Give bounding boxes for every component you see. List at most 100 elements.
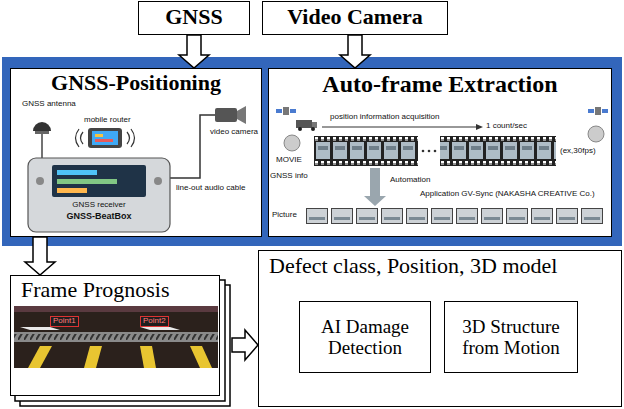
receiver-knob xyxy=(36,177,44,185)
panel-box: GNSS-Positioning xyxy=(10,68,262,237)
mobile-router-icon xyxy=(76,128,135,148)
router-body xyxy=(88,128,122,148)
acquisition-arrowhead xyxy=(476,124,483,130)
part-label: Picture xyxy=(272,211,297,220)
satellite-icon xyxy=(276,107,296,115)
antenna-cable xyxy=(41,134,43,158)
yellow-stripe xyxy=(28,346,52,368)
block-arrow xyxy=(232,330,258,360)
yellow-stripe xyxy=(190,346,212,368)
yellow-stripe xyxy=(140,346,156,368)
solar-panel xyxy=(290,109,296,113)
node-text: AI Damage Detection xyxy=(306,316,424,359)
screenshot-ground xyxy=(14,306,218,368)
node-text: 3D Structure from Motion xyxy=(451,316,571,359)
white-stripe xyxy=(20,327,60,330)
part-label: video camera xyxy=(210,128,258,137)
video-camera-icon xyxy=(215,106,246,124)
sprocket-row xyxy=(314,161,418,165)
audio-cable xyxy=(170,115,215,178)
point-marker: Point2 xyxy=(140,316,169,327)
part-label: line-out audio cable xyxy=(176,184,245,193)
router-screen-bar xyxy=(95,134,103,137)
radio-waves xyxy=(76,129,135,147)
solar-panel xyxy=(602,109,608,113)
gnss-receiver-icon xyxy=(28,158,170,232)
film-base xyxy=(440,136,556,166)
film-strip xyxy=(314,136,556,166)
receiver-body xyxy=(28,158,170,232)
white-stripe xyxy=(140,327,180,330)
receiver-screen xyxy=(52,165,146,197)
part-label: GNSS receiver xyxy=(72,201,125,210)
router-screen-bar xyxy=(95,139,113,142)
sprocket-row xyxy=(314,137,418,141)
input-box: Video Camera xyxy=(262,1,448,35)
satellite-body xyxy=(595,107,601,115)
file-icon xyxy=(588,126,604,142)
camera-lens xyxy=(237,106,246,124)
part-label: Automation xyxy=(390,176,430,185)
part-label: Application GV-Sync (NAKASHA CREATIVE Co… xyxy=(420,190,595,199)
solar-panel xyxy=(588,109,594,113)
panel-ground xyxy=(268,68,612,237)
process-box: AI Damage Detection xyxy=(299,301,431,373)
automation-arrow xyxy=(364,168,386,206)
gnss-antenna-icon xyxy=(33,122,51,158)
output-box: Defect class, Position, 3D modelAI Damag… xyxy=(258,250,622,407)
node-text: GNSS xyxy=(145,5,243,30)
part-label: GNSS antenna xyxy=(22,100,76,109)
part-label: (ex,30fps) xyxy=(560,147,596,156)
antenna-dome xyxy=(33,122,51,131)
rail-band xyxy=(14,332,218,342)
part-label: GNSS-BeatBox xyxy=(66,212,131,222)
point-marker: Point1 xyxy=(50,316,79,327)
film-base xyxy=(314,136,418,166)
yellow-stripe xyxy=(84,346,102,368)
part-label: MOVIE xyxy=(276,156,302,165)
gap-dot xyxy=(422,150,425,153)
film-frames xyxy=(440,142,556,159)
block-arrow xyxy=(25,237,55,275)
file-icon xyxy=(284,135,300,151)
satellite-icon xyxy=(588,107,608,115)
panel-ground xyxy=(10,68,262,237)
node-text: Auto-frame Extraction xyxy=(275,71,605,98)
blue-band xyxy=(2,57,622,246)
node-text: Video Camera xyxy=(269,5,441,30)
block-arrow xyxy=(340,35,370,68)
solar-panel xyxy=(276,109,282,113)
router-screen xyxy=(92,131,118,145)
rail-chain xyxy=(14,334,218,340)
sprocket-row xyxy=(440,161,556,165)
antenna-base xyxy=(35,131,49,134)
screen-bar xyxy=(57,170,97,175)
wheel xyxy=(311,127,315,131)
screen-bar xyxy=(57,188,87,193)
receiver-knob xyxy=(154,177,162,185)
camera-body xyxy=(215,108,237,122)
sprocket-row xyxy=(440,137,556,141)
screenshot-strip xyxy=(14,306,218,312)
part-label: 1 count/sec xyxy=(486,122,527,131)
node-text: Frame Prognosis xyxy=(21,278,209,303)
sheet-box: Frame Prognosis xyxy=(10,275,220,396)
acquisition-line xyxy=(322,126,476,127)
picture-thumbnails xyxy=(306,208,606,224)
node-text: GNSS-Positioning xyxy=(17,71,255,96)
screen-bar xyxy=(57,179,117,184)
part-label: position information acquisition xyxy=(330,113,439,122)
part-label: mobile router xyxy=(84,116,131,125)
rail-screenshot xyxy=(14,306,218,368)
gap-dot xyxy=(428,150,431,153)
part-label: GNSS info xyxy=(270,172,308,181)
wheel xyxy=(298,127,302,131)
gap-dot xyxy=(434,150,437,153)
block-arrow xyxy=(179,35,209,68)
sheet-ground xyxy=(10,275,220,396)
satellite-body xyxy=(283,107,289,115)
truck-icon xyxy=(296,120,317,131)
process-box: 3D Structure from Motion xyxy=(444,301,578,373)
input-box: GNSS xyxy=(138,1,250,35)
